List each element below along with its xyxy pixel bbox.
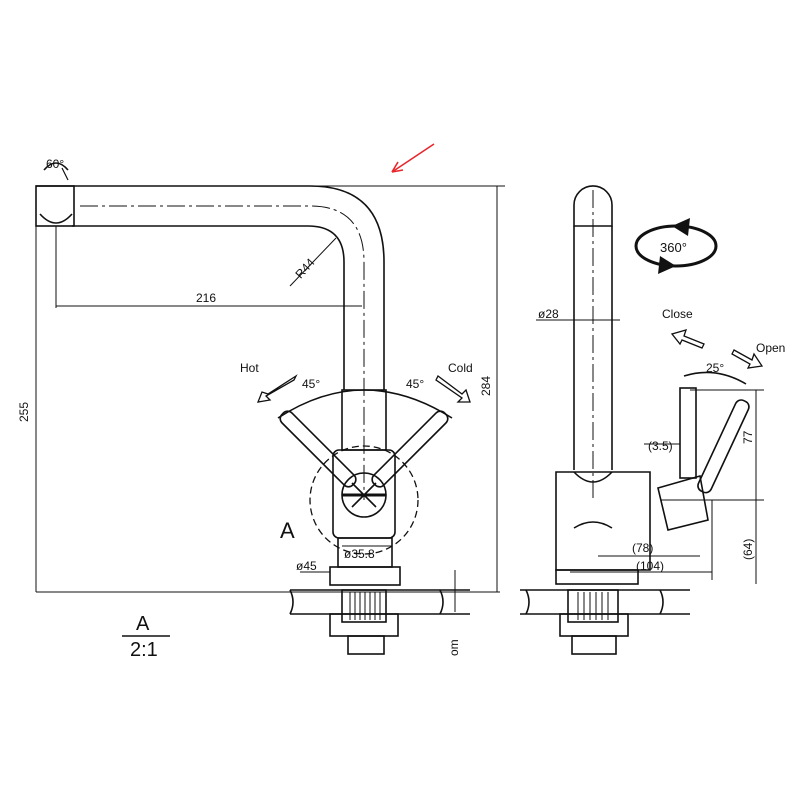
cold-label: Cold	[448, 361, 473, 375]
mounting-nut	[329, 613, 399, 637]
hot-handle	[279, 410, 357, 488]
spout-inner-line	[72, 225, 345, 390]
hot-arrow	[256, 374, 298, 403]
open-label: Open	[756, 341, 785, 355]
dim-64-label: (64)	[741, 539, 755, 560]
pipe-dia-label: ø28	[538, 307, 559, 321]
tip-angle-arc	[43, 162, 69, 171]
side-lever-body	[679, 387, 697, 479]
spout-aerator	[39, 213, 73, 224]
side-body-curve-2	[573, 521, 613, 529]
side-counter-break-left	[525, 589, 530, 615]
cut-text-label: om	[447, 639, 461, 656]
red-pointer-arrow	[391, 143, 435, 173]
lever-swing-arc	[277, 389, 453, 419]
side-fitting	[571, 635, 617, 655]
base-dia-label: ø45	[296, 559, 317, 573]
counter-break-left	[289, 589, 294, 615]
side-thread-lines	[577, 592, 609, 620]
rotation-arrow-top	[672, 218, 690, 236]
lever-angle-label: 25°	[706, 361, 724, 375]
side-body	[555, 471, 651, 571]
height-255-label: 255	[17, 402, 31, 422]
lever-angle-arc	[683, 371, 747, 385]
side-cartridge	[657, 474, 709, 531]
dim-78-label: (78)	[632, 541, 653, 555]
section-scale-label: 2:1	[130, 639, 158, 661]
hot-angle-label: 45°	[302, 377, 320, 391]
cold-angle-label: 45°	[406, 377, 424, 391]
hose-fitting	[347, 635, 385, 655]
side-base	[555, 569, 639, 585]
base-neck	[337, 537, 393, 568]
radius-label: R44	[292, 255, 317, 281]
open-arrow	[731, 349, 764, 369]
dim-104-label: (104)	[636, 559, 664, 573]
tip-angle-arrow	[61, 167, 69, 181]
body-dia-label: ø35.8	[344, 547, 375, 561]
side-shank	[567, 589, 619, 623]
close-label: Close	[662, 307, 693, 321]
section-mark-label: A	[280, 518, 295, 543]
spout-tip	[35, 185, 75, 227]
height-284-label: 284	[479, 376, 493, 396]
rotation-arrow-bottom	[658, 256, 676, 274]
cold-arrow	[435, 375, 471, 403]
spout-outer-line	[36, 185, 385, 390]
side-lever	[697, 399, 750, 494]
reach-label: 216	[196, 291, 216, 305]
base-flange	[329, 566, 401, 586]
hub-cross-2	[351, 482, 377, 508]
side-body-curve	[573, 471, 613, 483]
cold-handle	[371, 410, 449, 488]
rotation-label: 360°	[660, 240, 687, 255]
gap-label: (3.5)	[648, 439, 673, 453]
side-view	[520, 185, 764, 655]
threaded-shank	[341, 589, 387, 623]
side-spout-head	[573, 185, 613, 227]
section-title-label: A	[136, 613, 150, 635]
hot-label: Hot	[240, 361, 259, 375]
radius-leader	[289, 237, 337, 287]
side-counter-break-right	[659, 589, 664, 615]
tip-angle-label: 60°	[46, 157, 64, 171]
thread-lines	[349, 592, 381, 620]
lever-height-label: 77	[741, 430, 755, 444]
detail-a-circle	[309, 445, 419, 555]
front-view	[35, 162, 505, 655]
spout-centerline	[80, 205, 365, 500]
counter-break-right	[439, 589, 444, 615]
close-arrow	[670, 329, 705, 349]
